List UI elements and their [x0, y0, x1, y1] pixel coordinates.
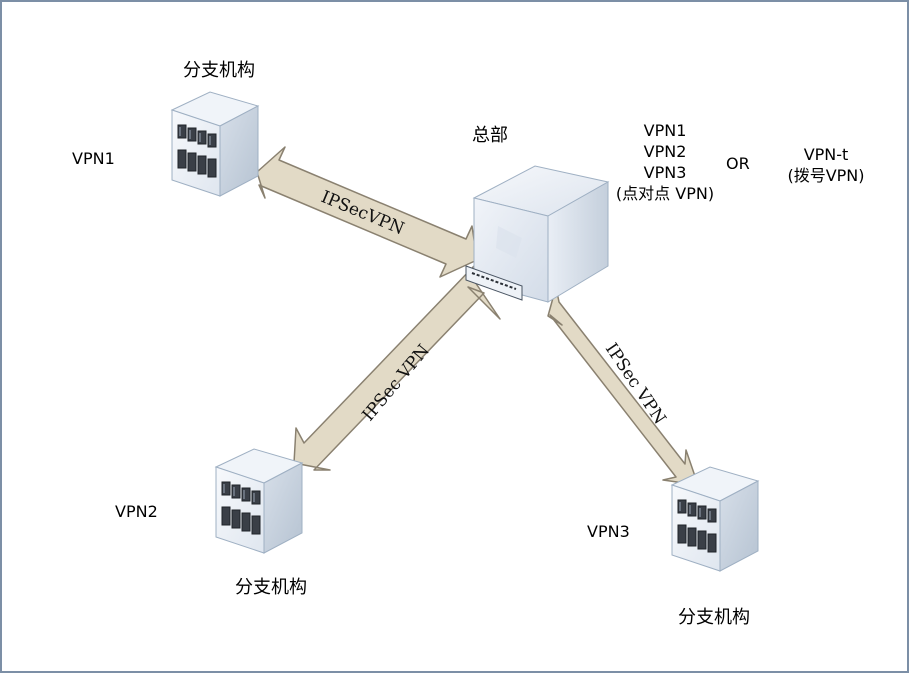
branch-building-icon-1 — [171, 91, 259, 197]
or-label: OR — [726, 154, 750, 173]
hq-vpn-item: VPN1 — [643, 121, 687, 140]
branch-vpn-label-2: VPN2 — [115, 502, 158, 521]
branch-building-icon-3 — [671, 466, 759, 572]
hq-vpn-item: VPN3 — [643, 163, 687, 182]
hq-label: 总部 — [472, 125, 508, 146]
link-arrow-3: IPSec VPN — [547, 286, 699, 486]
dialup-vpn-note: (拨号VPN) — [787, 166, 865, 185]
branch-name-3: 分支机构 — [678, 607, 750, 628]
link-arrow-2: IPSec VPN — [293, 265, 501, 471]
hq-vpn-item: VPN2 — [643, 142, 687, 161]
branch-name-2: 分支机构 — [235, 577, 307, 598]
branch-vpn-label-3: VPN3 — [587, 522, 630, 541]
hq-vpn-item: (点对点 VPN) — [615, 184, 715, 203]
hq-vpn-list: VPN1 VPN2 VPN3 (点对点 VPN) — [604, 120, 726, 204]
dialup-vpn-block: VPN-t (拨号VPN) — [774, 144, 878, 186]
hq-device-icon — [465, 165, 610, 303]
branch-building-icon-2 — [215, 448, 303, 554]
branch-name-1: 分支机构 — [183, 60, 255, 81]
branch-vpn-label-1: VPN1 — [72, 149, 115, 168]
dialup-vpn-name: VPN-t — [803, 145, 849, 164]
link-arrow-1: IPSecVPN — [256, 146, 478, 278]
